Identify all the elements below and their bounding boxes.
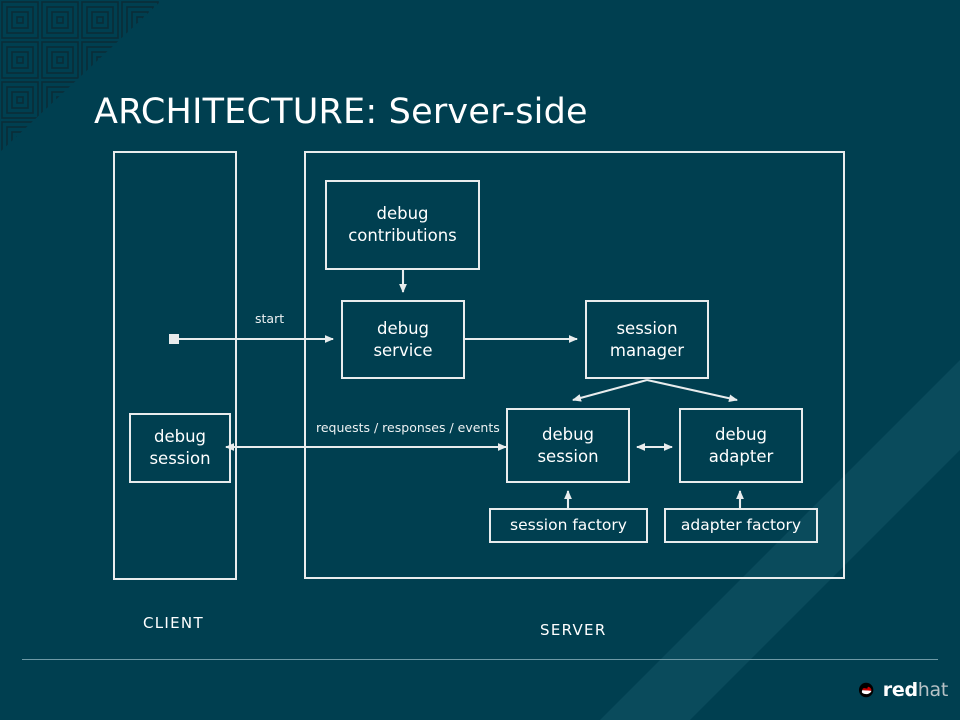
redhat-word-hat: hat (917, 678, 949, 701)
footer-divider (22, 659, 938, 660)
client-zone-container (113, 151, 237, 580)
zone-label-server: SERVER (540, 621, 607, 639)
node-adapter-factory[interactable]: adapter factory (664, 508, 818, 543)
edge-label-requests-responses-events: requests / responses / events (316, 420, 500, 435)
node-session-factory[interactable]: session factory (489, 508, 648, 543)
edge-manager-to-adapter (646, 378, 738, 403)
zone-label-client: CLIENT (143, 614, 204, 632)
redhat-word-red: red (882, 678, 918, 701)
edge-label-start: start (255, 311, 285, 326)
redhat-shadowman-icon (858, 682, 874, 698)
edge-manager-to-session (572, 378, 648, 402)
start-source-marker (169, 334, 179, 344)
redhat-logo: redhat (858, 676, 948, 704)
page-title: ARCHITECTURE: Server-side (94, 92, 588, 132)
redhat-wordmark: redhat (882, 678, 949, 701)
node-session-factory-label: session factory (510, 516, 627, 535)
server-zone-container (304, 151, 845, 579)
node-adapter-factory-label: adapter factory (680, 516, 802, 535)
